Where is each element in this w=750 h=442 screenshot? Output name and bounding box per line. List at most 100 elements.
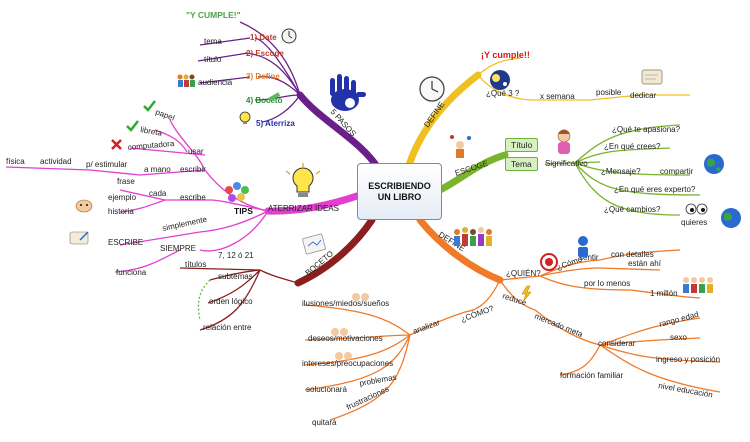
define-bottom-sexo: sexo [670, 333, 687, 342]
branch-define-top [404, 71, 482, 172]
define-bottom-por-lo-menos: por lo menos [584, 279, 630, 288]
define-top-dedicar: dedicar [630, 91, 657, 100]
boceto-titulos: títulos [185, 260, 206, 269]
step-4: 4) Boceto [246, 96, 283, 105]
define-bottom-formacion: formación familiar [560, 371, 623, 380]
define-bottom-considerar: considerar [598, 339, 636, 348]
tips-bubbles-icon [225, 182, 249, 202]
writing-hand-icon [69, 231, 89, 245]
audience-icon [683, 277, 713, 293]
writing-person-icon [641, 69, 663, 85]
lightning-icon [521, 285, 532, 303]
sketch-pad-icon [302, 233, 326, 255]
define-bottom-solucionara: solucionará [306, 385, 347, 394]
branch-define-bottom [416, 216, 504, 284]
define-bottom-ingreso: ingreso y posición [656, 355, 720, 364]
branch-label-define-top: DEFINE [422, 100, 446, 129]
step-2: 2) Escoge [246, 49, 284, 58]
aterrizar-usar: usar [188, 147, 204, 156]
escoge-experto: ¿En qué eres experto? [614, 185, 696, 194]
sub-titulo: título [204, 55, 222, 64]
boceto-relacion: relación entre [203, 323, 252, 332]
define-bottom-sentir: sentir [579, 253, 599, 262]
escoge-mensaje: ¿Mensaje? [601, 167, 641, 176]
aterrizar-papel: papel [154, 107, 176, 122]
aterrizar-libreta: libreta [140, 125, 164, 138]
escoge-cambios: ¿Qué cambios? [604, 205, 661, 214]
aterrizar-simplemente: simplemente [162, 215, 209, 233]
juggler-icon [450, 135, 471, 158]
escoge-tema-chip[interactable]: Tema [505, 157, 538, 171]
faces-icon [331, 293, 369, 360]
escoge-compartir: compartir [660, 167, 694, 176]
escoge-tema-label: Tema [511, 159, 532, 169]
aterrizar-siempre: SIEMPRE [160, 244, 196, 253]
define-bottom-quien: ¿QUIÉN? [506, 269, 541, 278]
aterrizar-a-mano: a mano [144, 165, 171, 174]
define-top-cumple: ¡Y cumple!! [481, 50, 530, 60]
person-blue-icon [578, 236, 588, 257]
step-3: 3) Define [246, 72, 280, 81]
define-top-posible: posible [596, 88, 622, 97]
step-5: 5) Aterriza [256, 119, 295, 128]
day-night-icon [490, 70, 510, 90]
define-bottom-intereses: intereses/preocupaciones [302, 359, 393, 368]
sub-tema: tema [204, 37, 222, 46]
define-bottom-como: ¿CÓMO? [460, 304, 496, 324]
lightbulb-small-icon [239, 111, 251, 124]
thinking-girl-icon [557, 129, 571, 154]
big-clock-icon [419, 76, 445, 102]
check-icon-2 [126, 120, 139, 132]
define-bottom-problemas: problemas [359, 373, 397, 388]
define-bottom-analizar: analizar [412, 318, 442, 336]
boceto-nums: 7, 12 ó 21 [218, 251, 254, 260]
central-topic[interactable]: ESCRIBIENDO UN LIBRO [357, 163, 442, 220]
define-bottom-millon: 1 millón [650, 289, 678, 298]
people-icon [177, 74, 195, 87]
aterrizar-escribe: escribe [180, 193, 206, 202]
define-bottom-deseos: deseos/motivaciones [308, 334, 383, 343]
escoge-significativo: Significativo [545, 159, 588, 168]
branch-boceto [294, 216, 376, 287]
aterrizar-historia: historia [108, 207, 134, 216]
boceto-orden: orden lógico [209, 297, 253, 306]
define-bottom-detalles: con detalles [611, 250, 654, 259]
branch-aterrizar [264, 192, 361, 215]
eyes-icon [685, 203, 708, 215]
hand-icon [330, 74, 366, 111]
globe-icon-2 [721, 208, 741, 228]
aterrizar-actividad: actividad [40, 157, 72, 166]
clock-icon [281, 28, 297, 44]
define-bottom-estan: están ahí [628, 259, 662, 268]
steps-header: "Y CUMPLE!" [186, 10, 241, 20]
step-1: 1) Date [250, 33, 277, 42]
aterrizar-escribir: escribir [180, 165, 206, 174]
escoge-quieres: quieres [681, 218, 707, 227]
check-icon [143, 100, 156, 112]
escoge-titulo-chip[interactable]: Título [505, 138, 539, 152]
branch-label-aterrizar: ATERRIZAR IDEAS [268, 204, 339, 213]
globe-icon [704, 154, 724, 174]
boceto-subtemas: subtemas [218, 272, 253, 281]
aterrizar-fisica: física [6, 157, 25, 166]
big-lightbulb-icon [285, 163, 321, 197]
sub-audiencia: audiencia [198, 78, 233, 87]
branch-5-pasos [296, 91, 382, 172]
aterrizar-tips: TIPS [234, 206, 253, 216]
escoge-titulo-label: Título [511, 140, 533, 150]
define-bottom-frustraciones: frustraciones [345, 384, 390, 412]
aterrizar-frase: frase [117, 177, 135, 186]
define-bottom-quitara: quitará [312, 418, 337, 427]
define-bottom-ilusiones: ilusiones/miedos/sueños [302, 299, 389, 308]
central-topic-label: ESCRIBIENDO UN LIBRO [368, 180, 431, 202]
define-top-semana: x semana [540, 92, 575, 101]
aterrizar-computadora: computadora [127, 139, 175, 152]
define-top-que: ¿Qué 3 ? [486, 89, 520, 98]
define-bottom-rango: rango edad [658, 310, 699, 329]
escoge-apasiona: ¿Qué te apasiona? [612, 125, 681, 134]
face-icon [75, 199, 93, 213]
aterrizar-funciona: funciona [116, 268, 147, 277]
x-icon [111, 139, 122, 150]
